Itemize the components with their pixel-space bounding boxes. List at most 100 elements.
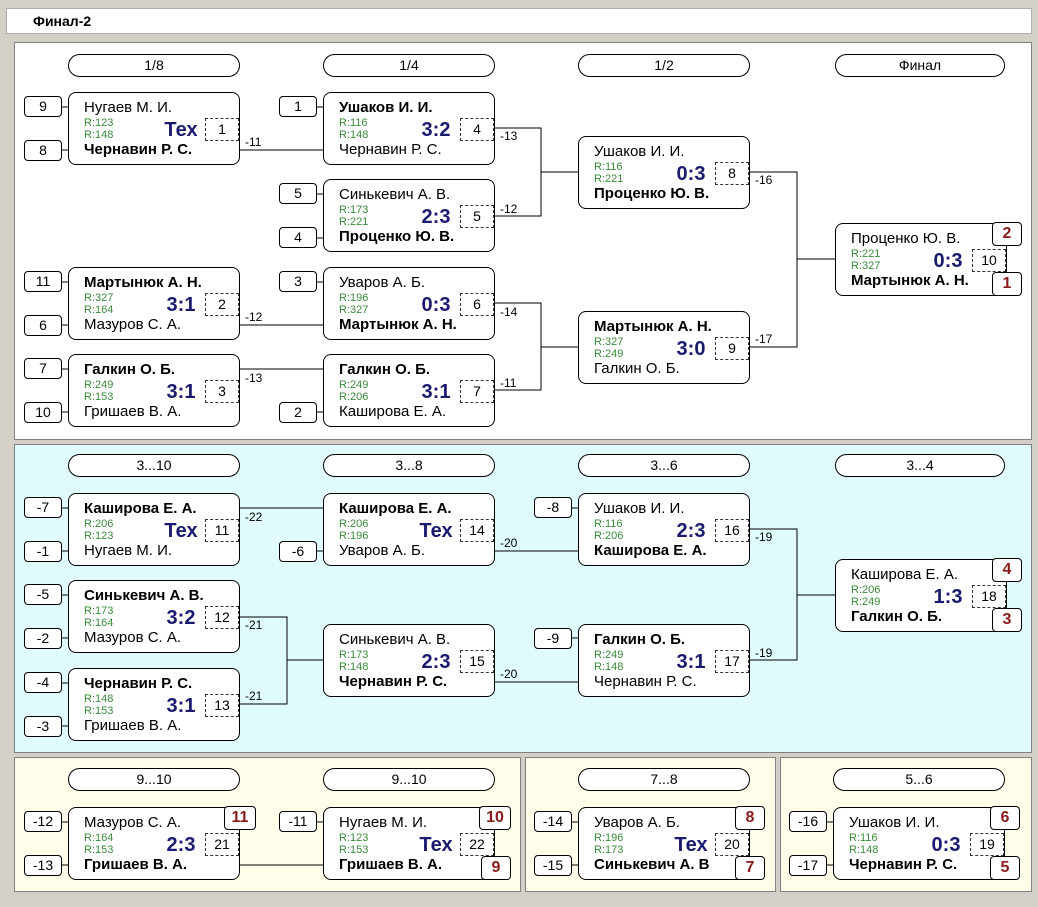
match-number: 14 — [460, 519, 494, 542]
match-score: Тех — [674, 834, 708, 856]
player-name-bottom: Нугаев М. И. — [84, 542, 173, 559]
round-header-1-2: 1/2 — [578, 54, 750, 77]
match-score: 1:3 — [933, 586, 963, 608]
match-score: Тех — [419, 520, 453, 542]
place-badge: 4 — [992, 558, 1022, 582]
player-rating-bottom: R:221 — [594, 173, 624, 185]
player-name-top: Синькевич А. В. — [339, 186, 451, 203]
player-name-top: Ушаков И. И. — [594, 500, 685, 517]
match-score: 2:3 — [676, 520, 706, 542]
player-rating-bottom: R:327 — [851, 260, 881, 272]
player-name-top: Уваров А. Б. — [339, 274, 426, 291]
match-number: 8 — [715, 162, 749, 185]
place-badge: 2 — [992, 222, 1022, 246]
player-rating-bottom: R:164 — [84, 304, 114, 316]
player-rating-bottom: R:327 — [339, 304, 369, 316]
player-name-bottom: Чернавин Р. С. — [849, 856, 958, 873]
player-rating-top: R:116 — [339, 117, 368, 129]
match-number: 10 — [972, 249, 1006, 272]
player-rating-top: R:173 — [339, 204, 369, 216]
player-name-bottom: Проценко Ю. В. — [339, 228, 455, 245]
round-header-3-10: 3...10 — [68, 454, 240, 477]
player-rating-top: R:221 — [851, 248, 881, 260]
round-header-3-4: 3...4 — [835, 454, 1005, 477]
place-badge: 10 — [479, 806, 511, 830]
player-name-bottom: Гришаев В. А. — [84, 717, 182, 734]
seed-box: 5 — [279, 183, 317, 204]
seed-box: -11 — [279, 811, 317, 832]
seed-box: -1 — [24, 541, 62, 562]
seed-box: -15 — [534, 855, 572, 876]
seed-box: -7 — [24, 497, 62, 518]
player-rating-top: R:173 — [339, 649, 369, 661]
player-name-bottom: Галкин О. Б. — [594, 360, 680, 377]
seed-box: 10 — [24, 402, 62, 423]
player-name-bottom: Мазуров С. А. — [84, 316, 182, 333]
round-header-final: Финал — [835, 54, 1005, 77]
player-name-bottom: Чернавин Р. С. — [594, 673, 697, 690]
player-rating-top: R:249 — [594, 649, 624, 661]
connector-label: -21 — [245, 689, 263, 703]
seed-box: -4 — [24, 672, 62, 693]
connector-label: -12 — [245, 310, 263, 324]
player-name-top: Галкин О. Б. — [84, 361, 176, 378]
seed-box: 11 — [24, 271, 62, 292]
player-rating-bottom: R:249 — [851, 596, 881, 608]
player-rating-bottom: R:173 — [594, 844, 624, 856]
seed-box: 8 — [24, 140, 62, 161]
connector-label: -17 — [755, 332, 773, 346]
match-number: 6 — [460, 293, 494, 316]
seed-box: -6 — [279, 541, 317, 562]
match-number: 19 — [970, 833, 1004, 856]
player-rating-top: R:249 — [339, 379, 369, 391]
seed-box: -14 — [534, 811, 572, 832]
player-name-bottom: Мартынюк А. Н. — [851, 272, 969, 289]
connector-label: -22 — [245, 510, 263, 524]
player-name-bottom: Уваров А. Б. — [339, 542, 426, 559]
player-rating-bottom: R:221 — [339, 216, 369, 228]
match-score: 2:3 — [421, 651, 451, 673]
connector-label: -13 — [500, 129, 518, 143]
player-name-top: Ушаков И. И. — [849, 814, 940, 831]
player-name-top: Синькевич А. В. — [339, 631, 451, 648]
connector-label: -13 — [245, 371, 263, 385]
round-header-1-4: 1/4 — [323, 54, 495, 77]
match-number: 7 — [460, 380, 494, 403]
connector-label: -20 — [500, 536, 518, 550]
round-header-9-10-a: 9...10 — [68, 768, 240, 791]
seed-box: -17 — [789, 855, 827, 876]
player-rating-bottom: R:249 — [594, 348, 624, 360]
player-rating-bottom: R:148 — [84, 129, 114, 141]
connector-label: -11 — [500, 376, 517, 390]
player-name-bottom: Галкин О. Б. — [851, 608, 943, 625]
window-title: Финал-2 — [33, 13, 92, 29]
player-rating-bottom: R:164 — [84, 617, 114, 629]
seed-box: -5 — [24, 584, 62, 605]
player-name-bottom: Гришаев В. А. — [84, 856, 188, 873]
player-name-bottom: Синькевич А. В — [594, 856, 710, 873]
match-score: 3:2 — [166, 607, 196, 629]
player-name-top: Галкин О. Б. — [339, 361, 431, 378]
